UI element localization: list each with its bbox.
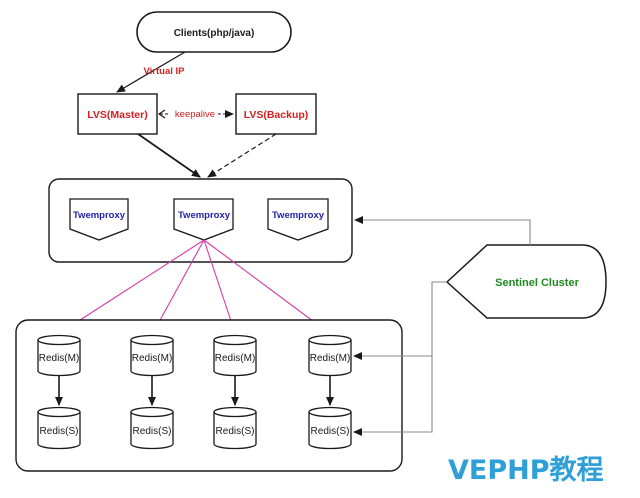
twemproxy-label: Twemproxy: [73, 210, 126, 221]
lvs-backup-to-proxy-arrow: [207, 133, 277, 178]
sentinel-to-redis-line: [353, 281, 447, 436]
redis-master-label: Redis(M): [39, 353, 80, 364]
clients-node: Clients(php/java): [136, 11, 292, 53]
keepalive-label: keepalive: [175, 109, 215, 120]
twemproxy-node: Twemproxy: [69, 198, 129, 241]
redis-slave-label: Redis(S): [40, 426, 79, 437]
redis-master-node: Redis(M): [308, 334, 352, 377]
proxy-to-redis-arrow: [203, 239, 237, 334]
twemproxy-label: Twemproxy: [178, 210, 231, 221]
virtual-ip-label: Virtual IP: [143, 66, 185, 77]
redis-slave-node: Redis(S): [308, 406, 352, 450]
clients-label: Clients(php/java): [174, 28, 255, 39]
redis-slave-node: Redis(S): [37, 406, 81, 450]
twemproxy-label: Twemproxy: [272, 210, 325, 221]
redis-master-node: Redis(M): [130, 334, 174, 377]
lvs-master-node: LVS(Master): [77, 93, 158, 135]
redis-master-label: Redis(M): [132, 353, 173, 364]
lvs-master-label: LVS(Master): [87, 109, 147, 121]
twemproxy-node: Twemproxy: [173, 198, 234, 241]
proxy-to-redis-arrow: [203, 239, 330, 334]
redis-master-label: Redis(M): [215, 353, 256, 364]
proxy-to-redis-arrow: [59, 239, 205, 334]
redis-group: [15, 319, 403, 472]
redis-master-label: Redis(M): [310, 353, 351, 364]
sentinel-cluster-node: Sentinel Cluster: [445, 244, 607, 319]
sentinel-to-proxy-line: [354, 216, 531, 245]
sentinel-label: Sentinel Cluster: [495, 277, 579, 289]
redis-slave-node: Redis(S): [130, 406, 174, 450]
lvs-backup-label: LVS(Backup): [244, 109, 309, 121]
lvs-master-to-proxy-arrow: [137, 133, 201, 178]
redis-slave-label: Redis(S): [311, 426, 350, 437]
proxy-to-redis-arrow: [152, 239, 205, 334]
watermark-text: VEPHP教程: [448, 455, 604, 486]
redis-master-node: Redis(M): [37, 334, 81, 377]
redis-slave-node: Redis(S): [213, 406, 257, 450]
redis-slave-label: Redis(S): [133, 426, 172, 437]
redis-slave-label: Redis(S): [216, 426, 255, 437]
lvs-backup-node: LVS(Backup): [235, 93, 317, 135]
redis-master-node: Redis(M): [213, 334, 257, 377]
twemproxy-node: Twemproxy: [267, 198, 329, 241]
clients-to-lvs-master-arrow: [116, 51, 186, 93]
keepalive-link: keepalive: [158, 109, 234, 120]
